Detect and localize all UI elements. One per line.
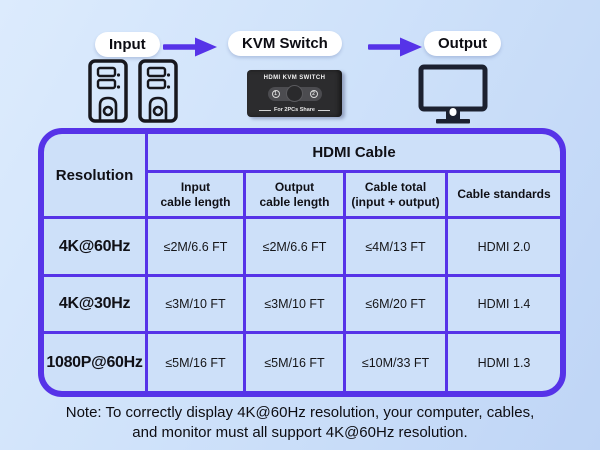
right-arrow-icon xyxy=(368,37,422,57)
table-cell-input-length: ≤5M/16 FT xyxy=(148,334,243,391)
monitor-icon xyxy=(418,64,488,124)
note-line-1: Note: To correctly display 4K@60Hz resol… xyxy=(65,404,535,421)
dash-line xyxy=(259,109,272,111)
flow-label-kvm-text: KVM Switch xyxy=(242,35,328,52)
table-cell-output-length: ≤5M/16 FT xyxy=(246,334,343,391)
flow-label-input-text: Input xyxy=(109,36,146,53)
header-line: Output xyxy=(274,180,315,195)
computer-tower-icon xyxy=(88,59,128,123)
port-2-indicator: 2 xyxy=(309,90,318,98)
column-header-cable-total: Cable total (input + output) xyxy=(346,173,445,216)
header-line: cable length xyxy=(160,194,231,209)
flow-label-input: Input xyxy=(95,32,160,57)
kvm-device-panel: 1 2 xyxy=(267,85,322,102)
table-row-resolution: 4K@30Hz xyxy=(44,277,145,331)
table-cell-input-length: ≤2M/6.6 FT xyxy=(148,219,243,274)
kvm-select-knob xyxy=(286,85,303,102)
flow-label-output-text: Output xyxy=(438,35,488,52)
header-line: Cable standards xyxy=(457,187,551,202)
table-row-resolution: 1080P@60Hz xyxy=(44,334,145,391)
hdmi-cable-spec-table: Resolution HDMI Cable Input cable length… xyxy=(38,128,566,397)
note-text: Note: To correctly display 4K@60Hz resol… xyxy=(0,403,600,443)
column-header-cable-standards: Cable standards xyxy=(448,173,560,216)
kvm-device-subtitle: For 2PCs Share xyxy=(259,107,330,113)
right-arrow-icon xyxy=(163,37,217,57)
port-1-indicator: 1 xyxy=(271,90,280,98)
resolution-column-header: Resolution xyxy=(44,134,145,216)
table-row-resolution: 4K@60Hz xyxy=(44,219,145,274)
table-cell-standard: HDMI 1.4 xyxy=(448,277,560,331)
table-cell-standard: HDMI 2.0 xyxy=(448,219,560,274)
flow-label-kvm-switch: KVM Switch xyxy=(228,31,342,56)
hdmi-cable-group-header: HDMI Cable xyxy=(148,134,560,170)
table-cell-total: ≤10M/33 FT xyxy=(346,334,445,391)
table-cell-standard: HDMI 1.3 xyxy=(448,334,560,391)
table-cell-output-length: ≤3M/10 FT xyxy=(246,277,343,331)
table-cell-total: ≤4M/13 FT xyxy=(346,219,445,274)
header-line: cable length xyxy=(259,194,330,209)
flow-label-output: Output xyxy=(424,31,502,56)
table-cell-total: ≤6M/20 FT xyxy=(346,277,445,331)
table-cell-input-length: ≤3M/10 FT xyxy=(148,277,243,331)
column-header-output-cable-length: Output cable length xyxy=(246,173,343,216)
header-line: (input + output) xyxy=(351,194,440,209)
header-line: Cable total xyxy=(364,180,427,195)
kvm-switch-device: HDMI KVM SWITCH 1 2 For 2PCs Share xyxy=(247,70,342,117)
table-cell-output-length: ≤2M/6.6 FT xyxy=(246,219,343,274)
header-line: Input xyxy=(180,180,211,195)
kvm-device-subtitle-text: For 2PCs Share xyxy=(274,107,315,113)
column-header-input-cable-length: Input cable length xyxy=(148,173,243,216)
computer-tower-icon xyxy=(138,59,178,123)
dash-line xyxy=(317,109,330,111)
note-line-2: and monitor must all support 4K@60Hz res… xyxy=(132,423,468,441)
kvm-device-title: HDMI KVM SWITCH xyxy=(263,75,326,81)
